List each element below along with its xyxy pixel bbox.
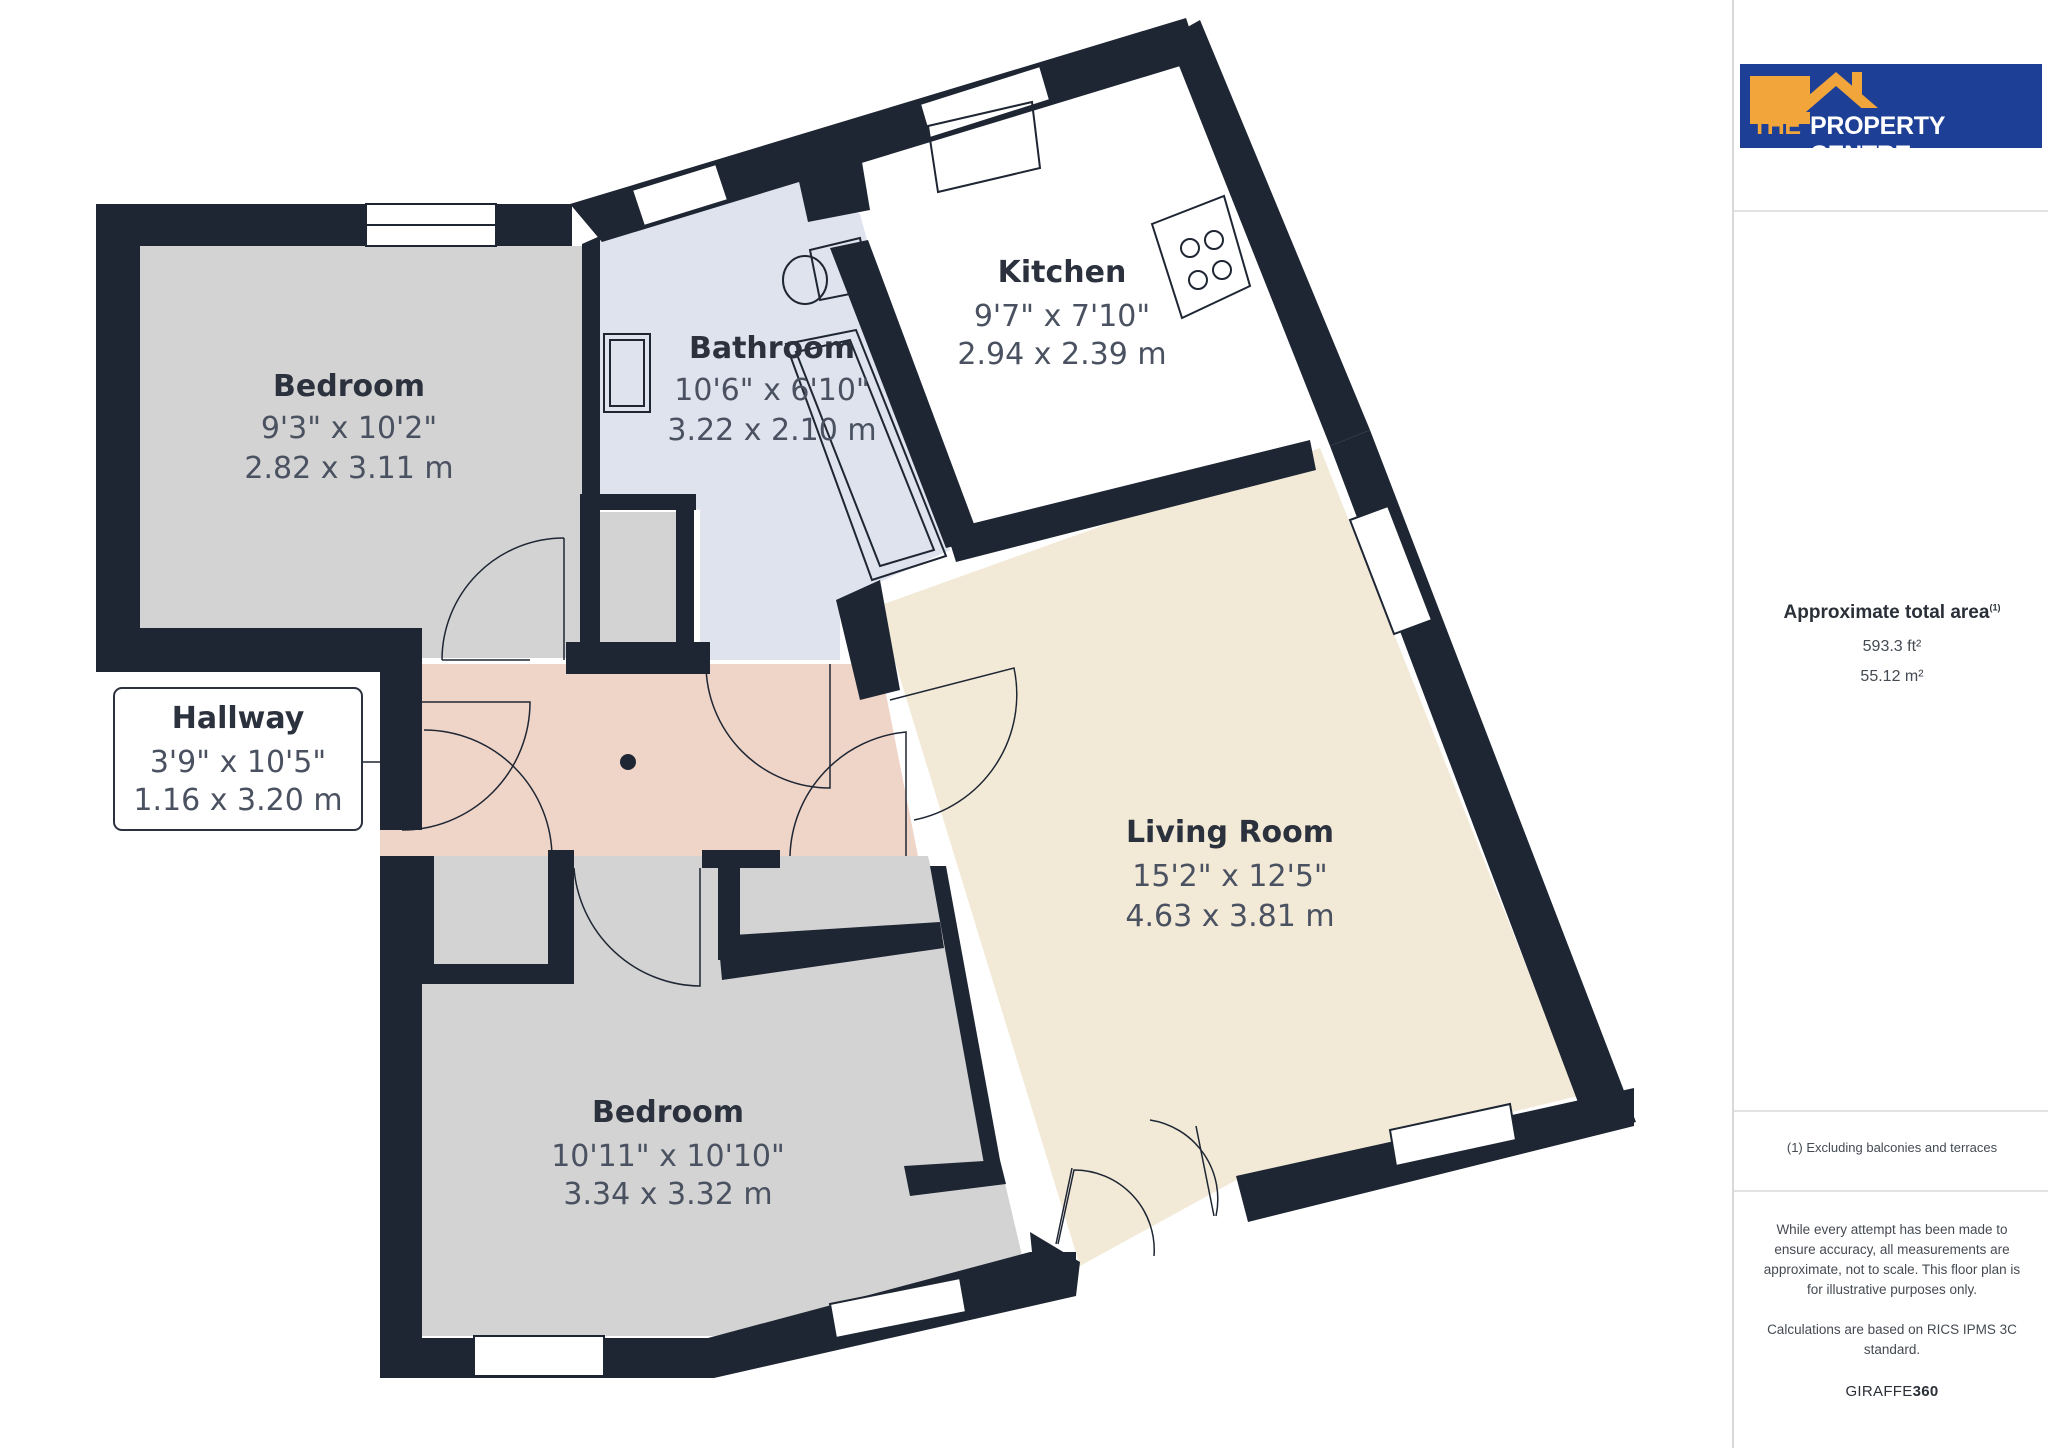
disclaimer-accuracy: While every attempt has been made to ens… xyxy=(1763,1222,2021,1297)
disclaimer-calculations: Calculations are based on RICS IPMS 3C s… xyxy=(1767,1322,2017,1357)
cupboard-fill xyxy=(586,512,676,658)
bedroom-2-metric: 3.34 x 3.32 m xyxy=(563,1177,772,1212)
living-room-name: Living Room xyxy=(1126,815,1334,850)
info-sidebar: THE PROPERTY CENTRE Approximate total ar… xyxy=(1732,0,2048,1448)
window xyxy=(630,162,730,228)
bedroom-2-imperial: 10'11" x 10'10" xyxy=(551,1139,785,1174)
total-area-ft: 593.3 ft² xyxy=(1862,638,1922,655)
kitchen-metric: 2.94 x 2.39 m xyxy=(957,337,1166,372)
bathroom-imperial: 10'6" x 6'10" xyxy=(674,373,869,408)
doors xyxy=(401,537,1219,1257)
logo-word-the: THE xyxy=(1752,112,1801,140)
hallway-metric: 1.16 x 3.20 m xyxy=(133,783,342,818)
footnote-mark: (1) xyxy=(1989,602,2001,613)
bedroom-1-name: Bedroom xyxy=(273,369,425,404)
bedroom-1-metric: 2.82 x 3.11 m xyxy=(244,451,453,486)
logo-company-name: PROPERTY CENTRE xyxy=(1810,112,1945,148)
hallway-label-box xyxy=(113,687,363,831)
kitchen-name: Kitchen xyxy=(998,255,1127,290)
bathroom-name: Bathroom xyxy=(689,331,855,366)
fixtures xyxy=(603,100,1252,582)
bedroom-1-imperial: 9'3" x 10'2" xyxy=(261,411,437,446)
hallway-imperial: 3'9" x 10'5" xyxy=(150,745,326,780)
living-room-floor xyxy=(878,448,1578,1266)
bedroom-2-name: Bedroom xyxy=(592,1095,744,1130)
window xyxy=(828,1276,968,1340)
total-area-title: Approximate total area(1) xyxy=(1783,602,2001,623)
living-room-metric: 4.63 x 3.81 m xyxy=(1125,899,1334,934)
total-area-m: 55.12 m² xyxy=(1860,668,1924,685)
window xyxy=(1348,504,1434,636)
floor-plan: Bedroom 9'3" x 10'2" 2.82 x 3.11 m Bathr… xyxy=(96,18,1636,1378)
divider xyxy=(1734,210,2048,212)
hallway-name: Hallway xyxy=(172,701,305,736)
bedroom-1-floor xyxy=(140,246,582,658)
divider xyxy=(1734,1110,2048,1112)
hallway-pointer xyxy=(362,747,400,777)
hallway-marker xyxy=(620,754,636,770)
divider xyxy=(1734,1190,2048,1192)
window xyxy=(473,1335,605,1377)
window xyxy=(1388,1102,1518,1168)
kitchen-floor xyxy=(865,72,1305,548)
kitchen-imperial: 9'7" x 7'10" xyxy=(974,299,1150,334)
area-footnote: (1) Excluding balconies and terraces xyxy=(1786,1140,1998,1155)
company-logo: THE PROPERTY CENTRE xyxy=(1740,64,2042,148)
bathroom-metric: 3.22 x 2.10 m xyxy=(667,413,876,448)
disclaimer: While every attempt has been made to ens… xyxy=(1758,1220,2026,1360)
giraffe360-brand: GIRAFFE360 xyxy=(1845,1383,1939,1400)
hallway-floor xyxy=(380,664,918,856)
living-room-imperial: 15'2" x 12'5" xyxy=(1132,859,1327,894)
